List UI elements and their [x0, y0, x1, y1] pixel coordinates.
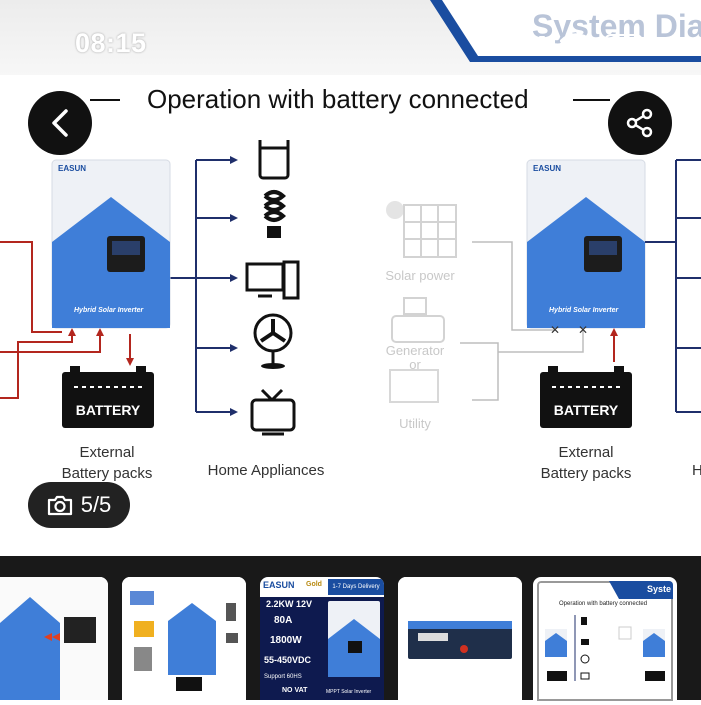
thumb3-line2: 1800W — [270, 635, 302, 646]
thumbnail-3[interactable]: EASUN Gold 1-7 Days Delivery 2.2KW 12V 8… — [260, 577, 384, 700]
share-icon — [626, 108, 653, 138]
title-lines — [90, 99, 610, 101]
thumb3-line1: 80A — [274, 615, 293, 626]
right-inverter-brand: EASUN — [533, 164, 562, 173]
wiring-diagram: ✕ ✕ — [0, 140, 701, 436]
right-battery-packs-label: Battery packs — [540, 465, 632, 482]
thumb3-delivery: 1-7 Days Delivery — [328, 579, 384, 595]
left-inverter-brand: EASUN — [58, 164, 87, 173]
battery-status-icon — [604, 34, 647, 56]
solar-power-label: Solar power — [385, 268, 455, 283]
thumb2-graphic — [122, 577, 246, 700]
thumb5-banner-text: Syste — [647, 584, 672, 594]
wifi-icon — [560, 33, 592, 56]
thumb3-line4: Support 60HS — [264, 674, 302, 680]
thumb3-inverter — [328, 601, 380, 677]
right-inverter-label: Hybrid Solar Inverter — [549, 307, 619, 314]
thumb5-graphic — [545, 615, 665, 681]
thumb5-banner — [609, 581, 673, 599]
chevron-left-icon — [52, 109, 68, 137]
thumbnail-4[interactable] — [398, 577, 522, 700]
home-appliances-label: Home Appliances — [207, 462, 325, 479]
svg-text:✕: ✕ — [578, 323, 588, 337]
utility-label: Utility — [399, 416, 431, 431]
thumb3-title: 2.2KW 12V — [266, 599, 313, 609]
thumb1-graphic — [0, 577, 108, 700]
right-battery-label: BATTERY — [553, 402, 619, 418]
thumb3-line3: 55-450VDC — [264, 655, 312, 665]
thumb4-graphic — [398, 577, 522, 700]
thumbnail-2[interactable] — [122, 577, 246, 700]
right-cut-label: H — [692, 462, 701, 479]
photo-counter-text: 5/5 — [80, 492, 112, 517]
left-battery-label: BATTERY — [75, 402, 141, 418]
thumbnail-1[interactable] — [0, 577, 108, 700]
camera-icon — [47, 495, 72, 516]
svg-text:✕: ✕ — [550, 323, 560, 337]
left-inverter-label: Hybrid Solar Inverter — [74, 307, 144, 314]
thumb3-gold: Gold — [306, 581, 322, 588]
left-external-label: External — [79, 444, 135, 461]
thumbnail-5-selected[interactable]: Syste Operation with battery connected — [533, 577, 677, 705]
share-button[interactable] — [608, 91, 672, 155]
generator-or-label: or — [409, 357, 421, 372]
generator-label: Generator — [385, 343, 445, 358]
diagram-title: Operation with battery connected — [147, 84, 529, 114]
thumb3-model: MPPT Solar Inverter — [326, 689, 372, 695]
left-battery-packs-label: Battery packs — [61, 465, 153, 482]
thumb5-title: Operation with battery connected — [559, 601, 648, 607]
right-external-label: External — [558, 444, 614, 461]
thumb3-brand: EASUN — [263, 580, 295, 590]
signal-icon — [512, 36, 545, 56]
photo-counter-badge: 5/5 — [28, 482, 130, 528]
status-time: 08:15 — [75, 28, 147, 58]
back-button[interactable] — [28, 91, 92, 155]
hero-image[interactable]: System Dia 08:15 Operation with battery … — [0, 0, 701, 556]
thumb3-novat: NO VAT — [282, 687, 308, 694]
